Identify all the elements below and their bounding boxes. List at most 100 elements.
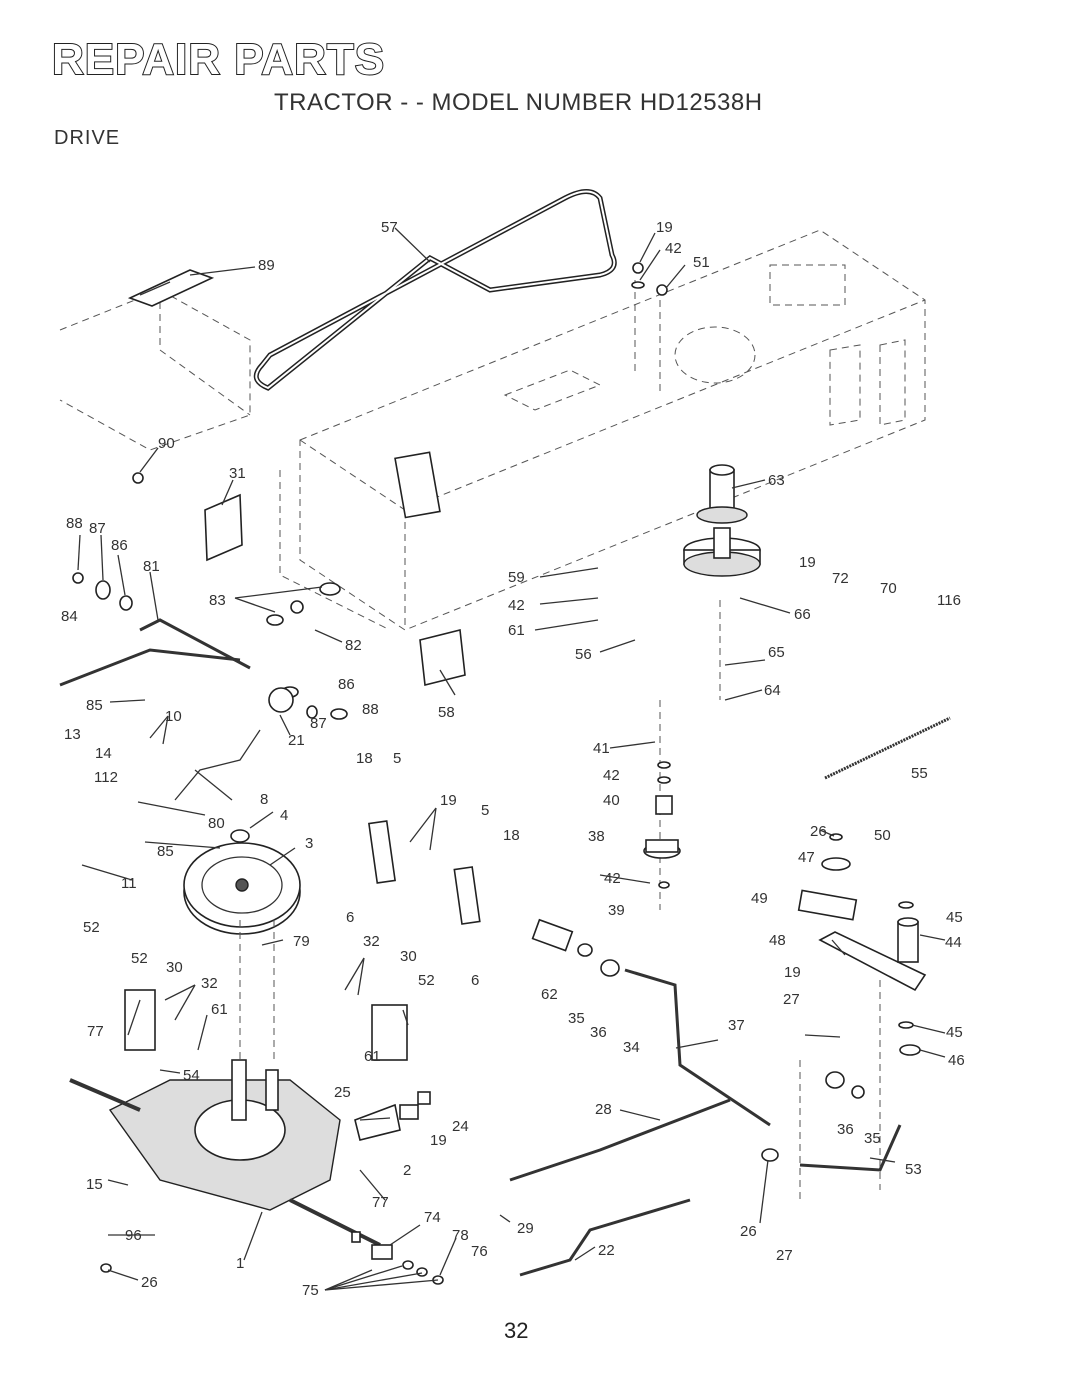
model-subtitle: TRACTOR - - MODEL NUMBER HD12538H bbox=[274, 89, 763, 116]
callout-19: 19 bbox=[440, 792, 457, 809]
callout-36: 36 bbox=[837, 1121, 854, 1138]
callout-80: 80 bbox=[208, 815, 225, 832]
callout-28: 28 bbox=[595, 1101, 612, 1118]
callout-46: 46 bbox=[948, 1052, 965, 1069]
callout-79: 79 bbox=[293, 933, 310, 950]
callout-11: 11 bbox=[121, 875, 137, 892]
callout-63: 63 bbox=[768, 472, 785, 489]
callout-54: 54 bbox=[183, 1067, 200, 1084]
callout-64: 64 bbox=[764, 682, 781, 699]
callout-27: 27 bbox=[776, 1247, 793, 1264]
callout-61: 61 bbox=[508, 622, 525, 639]
callout-18: 18 bbox=[503, 827, 520, 844]
callout-42: 42 bbox=[508, 597, 525, 614]
callout-72: 72 bbox=[832, 570, 849, 587]
callout-90: 90 bbox=[158, 435, 175, 452]
callout-19: 19 bbox=[430, 1132, 447, 1149]
callout-86: 86 bbox=[111, 537, 128, 554]
callout-70: 70 bbox=[880, 580, 897, 597]
callout-112: 112 bbox=[94, 769, 118, 786]
callout-numbers: 57 19 42 51 89 90 31 63 88 87 86 81 19 7… bbox=[61, 219, 965, 1299]
section-heading: DRIVE bbox=[54, 127, 121, 149]
callout-51: 51 bbox=[693, 254, 710, 271]
callout-10: 10 bbox=[165, 708, 182, 725]
callout-62: 62 bbox=[541, 986, 558, 1003]
callout-37: 37 bbox=[728, 1017, 745, 1034]
callout-32: 32 bbox=[201, 975, 218, 992]
callout-82: 82 bbox=[345, 637, 362, 654]
leader-lines bbox=[77, 227, 946, 1291]
plate-89 bbox=[127, 269, 215, 307]
callout-35: 35 bbox=[864, 1130, 881, 1147]
callout-75: 75 bbox=[302, 1282, 319, 1299]
callout-84: 84 bbox=[61, 608, 78, 625]
callout-19: 19 bbox=[656, 219, 673, 236]
callout-5: 5 bbox=[481, 802, 489, 819]
drive-belt bbox=[253, 189, 617, 391]
callout-85: 85 bbox=[157, 843, 174, 860]
callout-66: 66 bbox=[794, 606, 811, 623]
callout-1: 1 bbox=[236, 1255, 244, 1272]
callout-32: 32 bbox=[363, 933, 380, 950]
callout-5: 5 bbox=[393, 750, 401, 767]
spring-55 bbox=[824, 716, 951, 780]
callout-61: 61 bbox=[364, 1048, 381, 1065]
callout-83: 83 bbox=[209, 592, 226, 609]
callout-61: 61 bbox=[211, 1001, 228, 1018]
linkage-rods bbox=[59, 280, 902, 1277]
callout-55: 55 bbox=[911, 765, 928, 782]
transaxle bbox=[69, 1059, 381, 1247]
callout-41: 41 bbox=[593, 740, 610, 757]
callout-36: 36 bbox=[590, 1024, 607, 1041]
callout-6: 6 bbox=[471, 972, 479, 989]
callout-52: 52 bbox=[83, 919, 100, 936]
callout-22: 22 bbox=[598, 1242, 615, 1259]
callout-52: 52 bbox=[131, 950, 148, 967]
callout-38: 38 bbox=[588, 828, 605, 845]
callout-8: 8 bbox=[260, 791, 268, 808]
callout-48: 48 bbox=[769, 932, 786, 949]
callout-27: 27 bbox=[783, 991, 800, 1008]
callout-53: 53 bbox=[905, 1161, 922, 1178]
callout-88: 88 bbox=[66, 515, 83, 532]
idler-arm-48 bbox=[818, 917, 927, 992]
callout-14: 14 bbox=[95, 745, 112, 762]
callout-58: 58 bbox=[438, 704, 455, 721]
callout-30: 30 bbox=[166, 959, 183, 976]
callout-52: 52 bbox=[418, 972, 435, 989]
callout-44: 44 bbox=[945, 934, 962, 951]
callout-57: 57 bbox=[381, 219, 398, 236]
page-title: REPAIR PARTS bbox=[51, 35, 386, 84]
callout-50: 50 bbox=[874, 827, 891, 844]
callout-34: 34 bbox=[623, 1039, 640, 1056]
callout-116: 116 bbox=[937, 592, 961, 609]
callout-77: 77 bbox=[87, 1023, 104, 1040]
callout-42: 42 bbox=[603, 767, 620, 784]
callout-89: 89 bbox=[258, 257, 275, 274]
callout-19: 19 bbox=[784, 964, 801, 981]
callout-21: 21 bbox=[288, 732, 305, 749]
callout-2: 2 bbox=[403, 1162, 411, 1179]
callout-45: 45 bbox=[946, 1024, 963, 1041]
callout-26: 26 bbox=[740, 1223, 757, 1240]
callout-3: 3 bbox=[305, 835, 313, 852]
callout-74: 74 bbox=[424, 1209, 441, 1226]
page-number: 32 bbox=[504, 1318, 529, 1343]
callout-4: 4 bbox=[280, 807, 288, 824]
pulley-63 bbox=[683, 464, 761, 577]
callout-65: 65 bbox=[768, 644, 785, 661]
callout-26: 26 bbox=[810, 823, 827, 840]
callout-19: 19 bbox=[799, 554, 816, 571]
callout-88: 88 bbox=[362, 701, 379, 718]
callout-24: 24 bbox=[452, 1118, 469, 1135]
callout-6: 6 bbox=[346, 909, 354, 926]
callout-77: 77 bbox=[372, 1194, 389, 1211]
callout-26: 26 bbox=[141, 1274, 158, 1291]
callout-56: 56 bbox=[575, 646, 592, 663]
callout-81: 81 bbox=[143, 558, 160, 575]
callout-86: 86 bbox=[338, 676, 355, 693]
callout-15: 15 bbox=[86, 1176, 103, 1193]
callout-35: 35 bbox=[568, 1010, 585, 1027]
